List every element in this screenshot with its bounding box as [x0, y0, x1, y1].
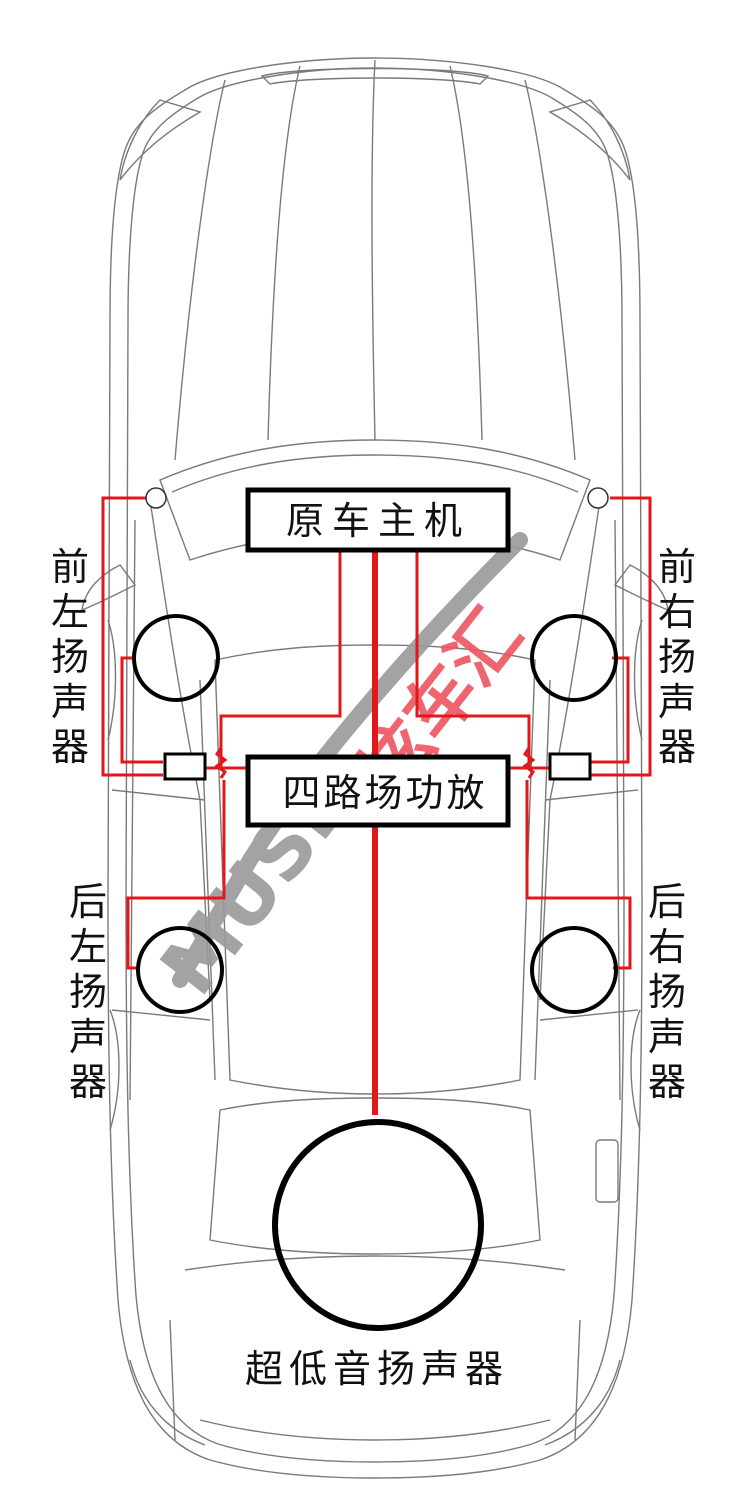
front-left-speaker-label: 前左扬声器 — [51, 545, 89, 769]
front-right-tweeter — [587, 487, 609, 509]
rear-right-speaker-label: 后右扬声器 — [648, 880, 686, 1104]
watermark-swoosh — [172, 532, 528, 988]
front-right-speaker — [530, 614, 618, 702]
wire-rear-left — [126, 780, 226, 970]
car-outline — [81, 57, 669, 1479]
wire-front-left — [101, 496, 163, 777]
amplifier: 四路场功放 — [245, 754, 511, 828]
front-left-speaker — [132, 614, 220, 702]
head-unit: 原车主机 — [245, 487, 511, 553]
right-crossover-box — [548, 752, 592, 781]
wire-zigzag-left — [214, 747, 228, 779]
subwoofer-speaker — [272, 1119, 484, 1331]
rear-left-speaker-label: 后左扬声器 — [69, 880, 107, 1104]
amplifier-label: 四路场功放 — [282, 771, 487, 815]
subwoofer-label: 超低音扬声器 — [245, 1347, 509, 1391]
wiring — [101, 496, 652, 1115]
wire-head-right — [415, 550, 531, 768]
front-right-speaker-label: 前右扬声器 — [658, 545, 696, 769]
wire-zigzag-right — [522, 747, 536, 779]
head-unit-label: 原车主机 — [286, 499, 470, 543]
rear-left-speaker — [136, 926, 224, 1014]
wire-head-left — [219, 550, 342, 768]
wire-rear-right — [525, 780, 632, 970]
wire-front-right — [590, 496, 652, 777]
front-left-tweeter — [145, 487, 167, 509]
rear-right-speaker — [530, 926, 618, 1014]
left-crossover-box — [163, 752, 207, 781]
